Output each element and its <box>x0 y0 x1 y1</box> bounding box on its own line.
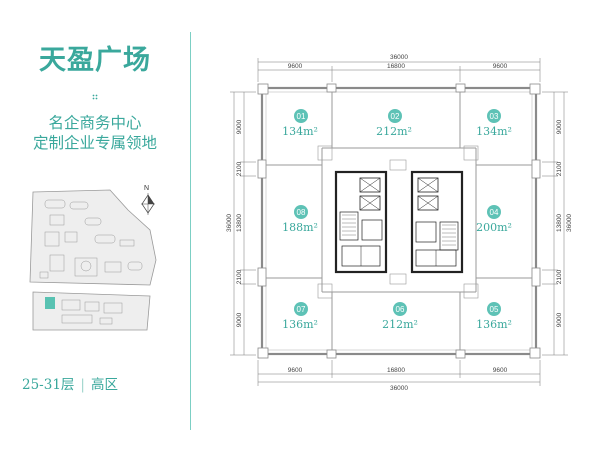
unit-no: 02 <box>391 112 400 121</box>
dim-left-upper-mid: 2100 <box>236 161 243 176</box>
unit-no: 04 <box>490 208 499 217</box>
dim-left-top: 9000 <box>236 119 243 134</box>
floor-range: 25-31层 <box>22 377 75 393</box>
dim-total-top: 36000 <box>390 54 408 61</box>
dim-right-top: 9000 <box>556 119 563 134</box>
unit-no: 07 <box>297 305 306 314</box>
unit-badge <box>388 109 402 123</box>
unit-area: 212m² <box>376 125 412 138</box>
unit-no: 06 <box>396 305 405 314</box>
dim-bottom-center: 16800 <box>387 367 405 374</box>
unit-area: 134m² <box>282 125 318 138</box>
unit-area: 134m² <box>476 125 512 138</box>
unit-no: 01 <box>297 112 306 121</box>
unit-area: 188m² <box>282 221 318 234</box>
unit-area: 200m² <box>476 221 512 234</box>
subtitle-line-2: 定制企业专属领地 <box>32 134 157 152</box>
dim-left-center: 13800 <box>236 214 243 232</box>
core-left <box>334 170 388 274</box>
unit-badge <box>487 205 501 219</box>
dim-bottom-right: 9600 <box>493 367 508 374</box>
unit-badge <box>487 302 501 316</box>
dim-right-lower-mid: 2100 <box>556 269 563 284</box>
site-plan <box>29 189 157 331</box>
unit-badge <box>393 302 407 316</box>
dim-top-center: 16800 <box>387 63 405 70</box>
unit-no: 03 <box>490 112 499 121</box>
unit-area: 136m² <box>282 318 318 331</box>
decor-dots-icon <box>92 94 98 100</box>
dim-total-bottom: 36000 <box>390 385 408 392</box>
vertical-divider <box>190 32 191 430</box>
dimension-labels: 36000 9600 16800 9600 9600 16800 9600 36… <box>226 54 573 392</box>
dim-bottom-left: 9600 <box>288 367 303 374</box>
north-label: N <box>144 185 149 192</box>
unit-badge <box>294 109 308 123</box>
north-arrow-icon: N <box>141 185 155 215</box>
current-building-highlight <box>45 297 55 309</box>
unit-no: 08 <box>297 208 306 217</box>
unit-badge <box>487 109 501 123</box>
floor-label: 25-31层|高区 <box>22 377 118 393</box>
core-right <box>410 170 464 274</box>
dim-top-right: 9600 <box>493 63 508 70</box>
unit-badge <box>294 302 308 316</box>
unit-labels: 01 134m² 02 212m² 03 134m² 04 200m² 05 1… <box>282 109 512 331</box>
dim-right-bottom: 9000 <box>556 312 563 327</box>
unit-badge <box>294 205 308 219</box>
page-title: 天盈广场 <box>39 45 151 76</box>
dim-right-total: 36000 <box>566 214 573 232</box>
unit-area: 136m² <box>476 318 512 331</box>
dim-top-left: 9600 <box>288 63 303 70</box>
zone-label: 高区 <box>90 377 118 393</box>
unit-no: 05 <box>490 305 499 314</box>
dim-right-center: 13800 <box>556 214 563 232</box>
floor-plan <box>230 58 568 386</box>
unit-area: 212m² <box>382 318 418 331</box>
subtitle-line-1: 名企商务中心 <box>48 114 142 132</box>
dim-right-upper-mid: 2100 <box>556 161 563 176</box>
dim-left-total: 36000 <box>226 214 233 232</box>
dim-left-lower-mid: 2100 <box>236 269 243 284</box>
dim-left-bottom: 9000 <box>236 312 243 327</box>
